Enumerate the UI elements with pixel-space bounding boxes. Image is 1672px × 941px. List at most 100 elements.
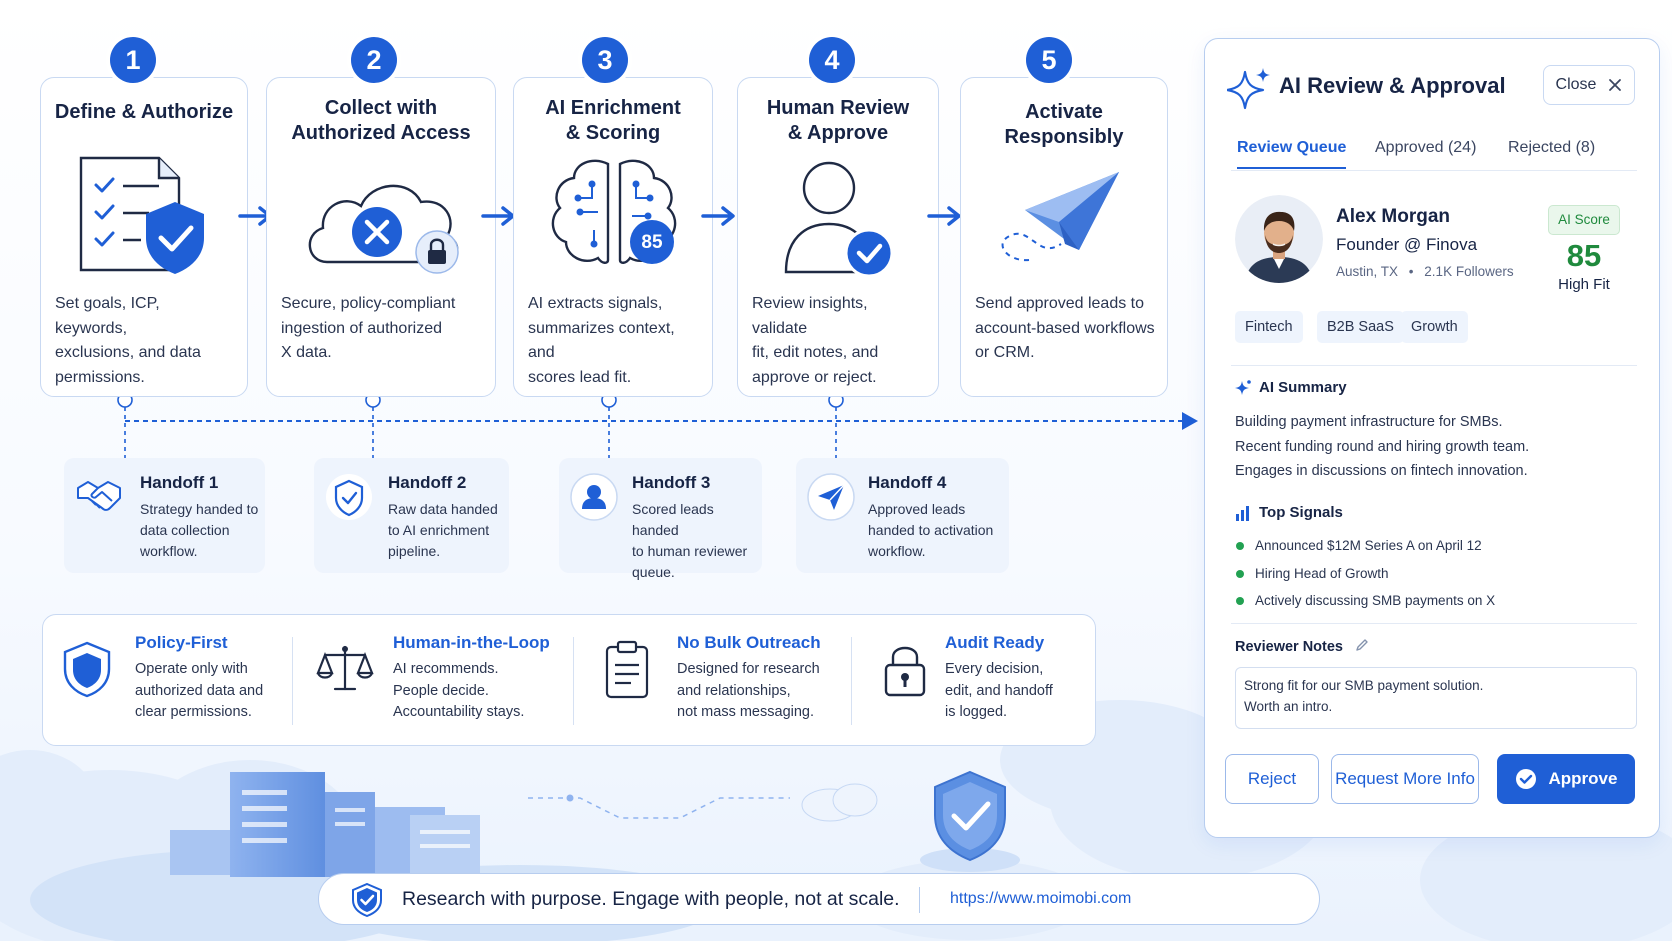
sparkle-icon (1235, 380, 1251, 395)
padlock-icon (884, 646, 926, 697)
shield-check-illustration (920, 770, 1020, 872)
principle-human-in-the-loop: Human-in-the-Loop AI recommends.People d… (315, 633, 555, 729)
step-number-5: 5 (1026, 37, 1072, 83)
close-icon (1609, 79, 1622, 91)
divider (1231, 623, 1637, 624)
user-icon (570, 473, 618, 521)
ai-summary-title: AI Summary (1259, 379, 1347, 396)
request-more-info-button[interactable]: Request More Info (1331, 754, 1479, 804)
step-card-3: AI Enrichment& Scoring 85 AI extracts si… (513, 77, 713, 397)
arrow-right-icon (701, 206, 735, 226)
user-check-icon (784, 161, 894, 278)
paper-plane-icon (1001, 172, 1119, 262)
step-description: Set goals, ICP, keywords,exclusions, and… (55, 295, 201, 386)
flow-arrowhead (1182, 412, 1198, 430)
handoff-title: Handoff 1 (140, 473, 219, 492)
close-button[interactable]: Close (1543, 65, 1635, 105)
principle-description: AI recommends.People decide.Accountabili… (393, 661, 525, 720)
reviewer-notes-label: Reviewer Notes (1235, 638, 1369, 655)
handoff-title: Handoff 4 (868, 473, 947, 492)
footer-tagline: Research with purpose. Engage with peopl… (402, 888, 900, 910)
profile-role: Founder @ Finova (1336, 235, 1478, 254)
fit-label: High Fit (1558, 276, 1610, 293)
scales-icon (316, 645, 374, 691)
tab-approved[interactable]: Approved (24) (1375, 139, 1477, 156)
reject-button[interactable]: Reject (1225, 754, 1319, 804)
ai-score-value: 85 (1566, 238, 1602, 273)
principle-audit-ready: Audit Ready Every decision,edit, and han… (875, 633, 1085, 729)
divider (292, 637, 293, 725)
divider (1231, 365, 1637, 366)
review-panel: AI Review & Approval Close Review Queue … (1204, 38, 1660, 838)
shield-icon (326, 474, 372, 520)
profile-followers: 2.1K Followers (1424, 264, 1514, 279)
step-title: Activate Responsibly (1004, 101, 1124, 148)
arrow-right-icon (927, 206, 961, 226)
footer-bar: Research with purpose. Engage with peopl… (318, 873, 1320, 925)
review-tabs: Review Queue Approved (24) Rejected (8) (1231, 139, 1637, 171)
check-circle-icon (1515, 769, 1536, 789)
step-card-4: Human Review& Approve Review insights, v… (737, 77, 939, 397)
checklist-shield-icon (79, 156, 204, 274)
principle-title: Audit Ready (945, 633, 1045, 652)
principle-title: No Bulk Outreach (677, 633, 821, 652)
approve-button[interactable]: Approve (1497, 754, 1635, 804)
pencil-icon[interactable] (1355, 638, 1369, 652)
signal-list: Announced $12M Series A on April 12 Hiri… (1235, 536, 1495, 619)
tag-b2b-saas: B2B SaaS (1317, 311, 1404, 343)
signal-item: Hiring Head of Growth (1235, 564, 1495, 592)
reviewer-notes-input[interactable]: Strong fit for our SMB payment solution.… (1235, 667, 1637, 729)
step-number-1: 1 (110, 37, 156, 83)
signal-item: Announced $12M Series A on April 12 (1235, 536, 1495, 564)
top-signals-title: Top Signals (1259, 504, 1343, 521)
principle-title: Policy-First (135, 633, 228, 652)
handoff-title: Handoff 3 (632, 473, 711, 492)
step-number-3: 3 (582, 37, 628, 83)
sparkle-icon (1227, 68, 1270, 110)
handshake-icon (77, 481, 121, 511)
step-title: Human Review& Approve (766, 97, 910, 144)
step-card-1: Define & Authorize Set goals, ICP, keywo… (40, 77, 248, 397)
tag-fintech: Fintech (1235, 311, 1303, 343)
handoff-title: Handoff 2 (388, 473, 467, 492)
approve-label: Approve (1548, 769, 1618, 788)
step-title: AI Enrichment& Scoring (545, 97, 681, 144)
step-description: AI extracts signals,summarizes context, … (528, 295, 675, 386)
avatar (1235, 195, 1323, 283)
server-cluster-icon (170, 772, 480, 877)
step-title: Define & Authorize (54, 101, 234, 123)
send-icon (807, 473, 855, 521)
website-link[interactable]: https://www.moimobi.com (950, 890, 1132, 907)
divider (919, 887, 920, 913)
divider (573, 637, 574, 725)
panel-title: AI Review & Approval (1279, 73, 1506, 98)
shield-check-icon (352, 883, 382, 917)
step-number-2: 2 (351, 37, 397, 83)
profile-location: Austin, TX (1336, 264, 1399, 279)
bar-chart-icon (1236, 506, 1249, 521)
tab-rejected[interactable]: Rejected (8) (1508, 139, 1596, 156)
principle-title: Human-in-the-Loop (393, 633, 550, 652)
clipboard-icon (605, 640, 649, 699)
tab-review-queue[interactable]: Review Queue (1237, 139, 1347, 169)
brain-circuit-icon (551, 159, 677, 264)
step-card-5: Activate Responsibly Send approved leads… (960, 77, 1168, 397)
ai-summary-text: Building payment infrastructure for SMBs… (1235, 414, 1530, 479)
profile-name: Alex Morgan (1336, 206, 1451, 227)
